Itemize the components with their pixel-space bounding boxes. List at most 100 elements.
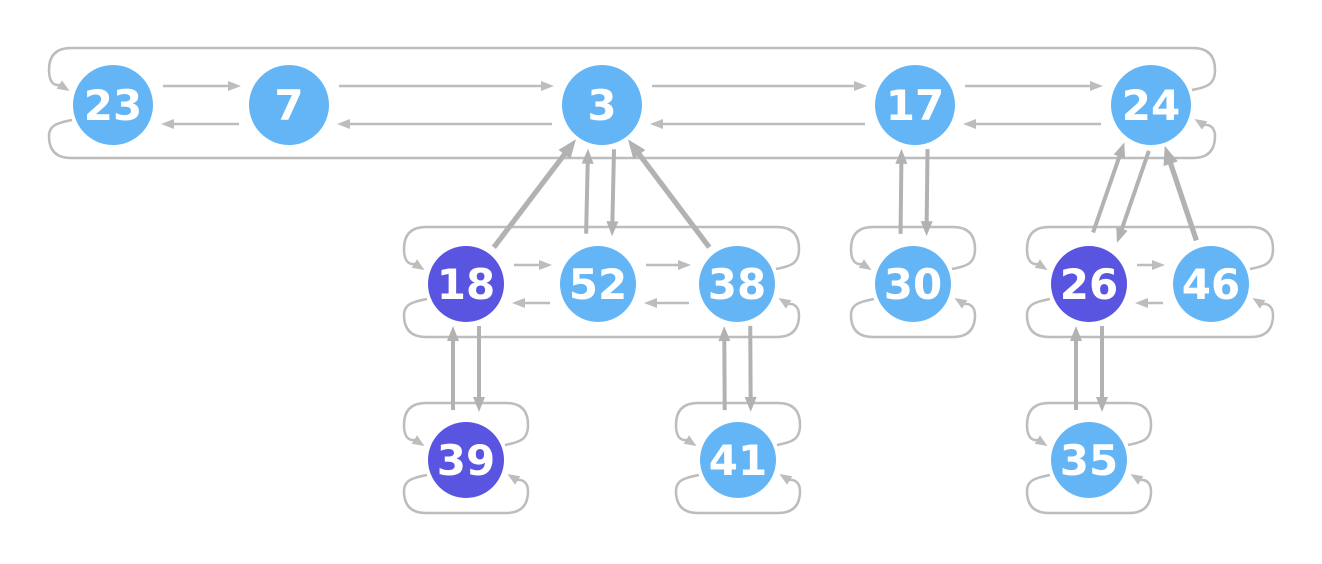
node-circle xyxy=(1111,65,1191,145)
list-next-wrap-arrow xyxy=(1025,225,1275,271)
list-next-arrow-head xyxy=(228,81,241,91)
list-prev-wrap-arrow xyxy=(674,473,802,515)
node-value: 46 xyxy=(1182,260,1240,309)
node-30: 30 xyxy=(875,246,951,322)
list-next-wrap-arrowhead xyxy=(858,259,872,270)
child-to-parent-arrow-head xyxy=(718,326,731,342)
child-to-parent-arrow xyxy=(898,160,904,234)
list-next-wrap-arrowhead xyxy=(411,259,425,270)
node-value: 30 xyxy=(884,260,942,309)
list-next-wrap-arrow xyxy=(674,401,802,447)
node-value: 18 xyxy=(437,260,495,309)
list-next-wrap-arrow xyxy=(1025,401,1153,447)
list-next-arrow-head xyxy=(1152,260,1165,270)
node-35: 35 xyxy=(1051,422,1127,498)
parent-to-child-arrow-head xyxy=(606,221,619,237)
node-circle-marked xyxy=(428,246,504,322)
list-prev-wrap-arrow xyxy=(1025,473,1153,515)
list-next-arrow-head xyxy=(678,260,691,270)
node-value: 41 xyxy=(709,436,767,485)
node-value: 38 xyxy=(708,260,766,309)
child-to-parent-arrow xyxy=(1167,159,1199,242)
list-next-arrow-head xyxy=(1090,81,1103,91)
child-to-parent-arrow-head xyxy=(447,326,459,341)
parent-to-child-arrow-head xyxy=(920,221,933,237)
list-prev-arrow-head xyxy=(161,119,174,129)
list-prev-wrap-arrow xyxy=(47,118,1217,160)
list-prev-wrap-arrow xyxy=(402,473,530,515)
node-circle-marked xyxy=(428,422,504,498)
node-circle xyxy=(562,65,642,145)
list-prev-arrow-head xyxy=(644,298,657,308)
list-prev-wrap-arrow xyxy=(849,297,977,339)
parent-to-child-arrow-head xyxy=(1096,397,1108,412)
child-to-parent-arrow-head xyxy=(895,148,908,164)
list-next-wrap-arrowhead xyxy=(1034,259,1048,270)
list-prev-wrap-arrowhead xyxy=(507,474,521,485)
node-26: 26 xyxy=(1051,246,1127,322)
node-circle xyxy=(249,65,329,145)
list-prev-arrow-head xyxy=(1135,298,1148,308)
node-value: 39 xyxy=(437,436,495,485)
list-next-arrow-head xyxy=(539,260,552,270)
parent-to-child-arrow-head xyxy=(744,396,757,412)
list-prev-wrap-arrowhead xyxy=(1130,474,1144,485)
parent-to-child-arrow xyxy=(610,149,617,225)
child-to-parent-arrow xyxy=(634,149,712,249)
node-value: 17 xyxy=(886,81,944,130)
list-prev-wrap-arrowhead xyxy=(779,474,793,485)
list-prev-wrap-arrowhead xyxy=(778,298,792,309)
parent-to-child-arrow-head xyxy=(1116,226,1128,243)
parent-to-child-arrow-head xyxy=(473,397,485,412)
list-prev-wrap-arrowhead xyxy=(1252,298,1266,309)
node-circle xyxy=(1173,246,1249,322)
node-circle xyxy=(73,65,153,145)
child-to-parent-arrow xyxy=(584,160,590,234)
list-next-arrow-head xyxy=(541,81,554,91)
node-52: 52 xyxy=(560,246,636,322)
node-41: 41 xyxy=(700,422,776,498)
node-circle xyxy=(875,65,955,145)
child-to-parent-arrow xyxy=(491,149,569,249)
node-3: 3 xyxy=(562,65,642,145)
parent-to-child-arrow xyxy=(1119,150,1151,233)
list-next-wrap-arrow xyxy=(47,46,1217,92)
list-prev-wrap-arrowhead xyxy=(1194,119,1208,130)
list-next-wrap-arrowhead xyxy=(683,435,697,446)
list-prev-arrow-head xyxy=(512,298,525,308)
list-next-wrap-arrowhead xyxy=(56,80,70,91)
child-to-parent-arrow-head xyxy=(558,139,576,159)
node-value: 52 xyxy=(569,260,627,309)
child-to-parent-arrow-head xyxy=(581,148,594,164)
node-circle xyxy=(1051,422,1127,498)
node-7: 7 xyxy=(249,65,329,145)
node-39: 39 xyxy=(428,422,504,498)
child-to-parent-arrow-head xyxy=(627,139,646,160)
node-circle xyxy=(700,422,776,498)
node-value: 35 xyxy=(1060,436,1118,485)
child-to-parent-arrow-head xyxy=(1113,142,1126,159)
child-to-parent-arrow xyxy=(1091,153,1123,234)
node-23: 23 xyxy=(73,65,153,145)
node-18: 18 xyxy=(428,246,504,322)
child-to-parent-arrow-head xyxy=(1163,145,1178,167)
list-prev-wrap-arrow xyxy=(402,297,801,339)
node-circle xyxy=(699,246,775,322)
list-next-wrap-arrow xyxy=(402,225,801,271)
list-prev-wrap-arrow xyxy=(1025,297,1275,339)
list-next-wrap-arrowhead xyxy=(411,435,425,446)
list-next-arrow-head xyxy=(854,81,867,91)
node-circle-marked xyxy=(1051,246,1127,322)
node-value: 26 xyxy=(1060,260,1118,309)
node-value: 24 xyxy=(1122,81,1180,130)
list-prev-arrow-head xyxy=(650,119,663,129)
node-circle xyxy=(560,246,636,322)
node-value: 23 xyxy=(84,81,142,130)
list-prev-arrow-head xyxy=(337,119,350,129)
list-prev-wrap-arrowhead xyxy=(954,298,968,309)
node-value: 7 xyxy=(274,81,303,130)
list-next-wrap-arrow xyxy=(402,401,530,447)
node-46: 46 xyxy=(1173,246,1249,322)
list-next-wrap-arrowhead xyxy=(1034,435,1048,446)
